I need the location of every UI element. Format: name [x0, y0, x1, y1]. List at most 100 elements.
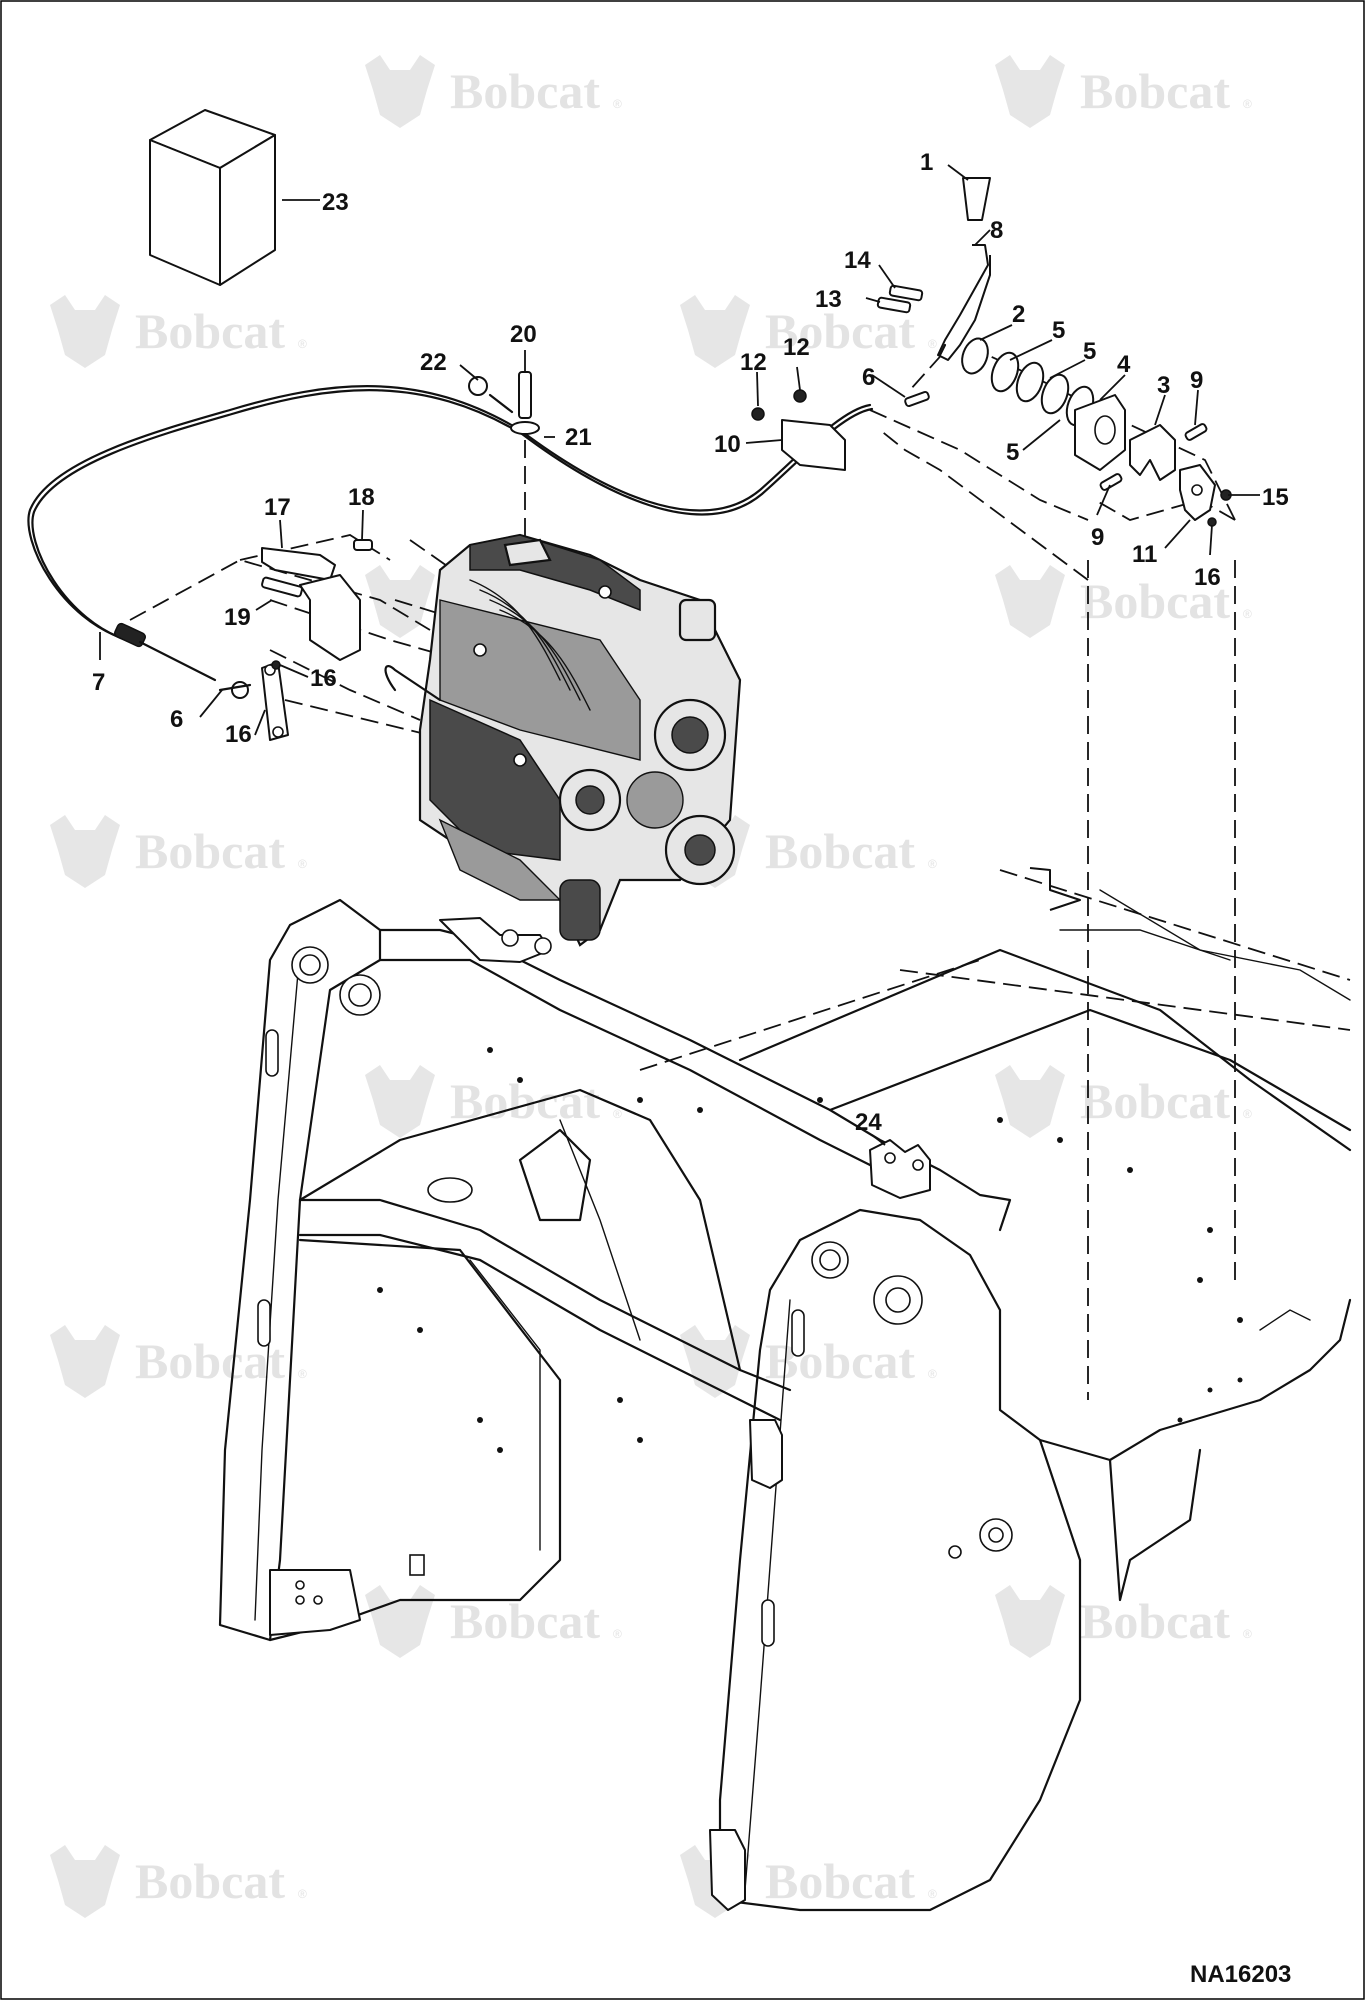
watermark-mark: ® — [613, 1107, 622, 1121]
watermark-text: Bobcat — [450, 1593, 600, 1649]
bobcat-head-icon — [50, 1845, 120, 1918]
bracket-24 — [869, 1139, 931, 1199]
callout-23: 23 — [322, 189, 349, 216]
rear-plate — [738, 948, 1352, 1152]
callout-13: 13 — [815, 286, 842, 313]
watermark-text: Bobcat — [135, 303, 285, 359]
watermark-mark: ® — [1243, 1107, 1252, 1121]
callout-11: 11 — [1132, 541, 1157, 568]
watermark-mark: ® — [928, 857, 937, 871]
callout-7: 7 — [92, 669, 105, 696]
box-23 — [149, 109, 276, 286]
callout-15: 15 — [1262, 484, 1289, 511]
bobcat-watermark: Bobcat ® — [995, 1065, 1252, 1138]
bobcat-watermark: Bobcat ® — [50, 295, 307, 368]
callout-3: 3 — [1157, 372, 1170, 399]
watermark-text: Bobcat — [135, 1853, 285, 1909]
bobcat-watermark: Bobcat ® — [995, 565, 1252, 638]
callout-4: 4 — [1117, 351, 1131, 378]
watermark-mark: ® — [613, 1627, 622, 1641]
watermark-mark: ® — [1243, 97, 1252, 111]
machine-frame — [218, 867, 1352, 1912]
bobcat-head-icon — [50, 815, 120, 888]
callout-16-right: 16 — [1194, 564, 1221, 591]
bobcat-watermark: Bobcat® — [50, 815, 307, 888]
watermark-text: Bobcat — [765, 1333, 915, 1389]
watermark-text: Bobcat — [450, 63, 600, 119]
watermark-text: Bobcat — [135, 823, 285, 879]
callout-12-right: 12 — [783, 334, 810, 361]
bobcat-head-icon — [995, 55, 1065, 128]
callout-5c: 5 — [1006, 439, 1019, 466]
watermark-text: Bobcat — [765, 303, 915, 359]
callout-16-left-high: 16 — [310, 665, 337, 692]
throttle-cable — [27, 385, 872, 642]
callout-5a: 5 — [1052, 317, 1065, 344]
bobcat-head-icon — [365, 1585, 435, 1658]
callout-6-upper: 6 — [862, 364, 875, 391]
bobcat-watermark: Bobcat® — [365, 1065, 622, 1138]
bracket-19 — [299, 574, 361, 661]
friction-springs — [961, 337, 1095, 427]
bobcat-watermark: Bobcat ® — [995, 1585, 1252, 1658]
watermark-text: Bobcat — [1080, 573, 1230, 629]
watermark-mark: ® — [1243, 607, 1252, 621]
callout-24: 24 — [855, 1109, 882, 1136]
callout-9-lower: 9 — [1091, 524, 1104, 551]
watermark-mark: ® — [928, 1367, 937, 1381]
right-upright — [718, 1208, 1082, 1912]
callout-21: 21 — [565, 424, 592, 451]
watermark-mark: ® — [613, 97, 622, 111]
callout-20: 20 — [510, 321, 537, 348]
bobcat-watermark: Bobcat ® — [680, 815, 937, 888]
watermark-mark: ® — [1243, 1627, 1252, 1641]
front-beam — [298, 1198, 792, 1392]
bobcat-watermark: Bobcat ® — [365, 1585, 622, 1658]
watermark-text: Bobcat — [1080, 1073, 1230, 1129]
figure-reference-number: NA16203 — [1190, 1961, 1291, 1988]
items-20-22 — [468, 371, 540, 435]
callout-10: 10 — [714, 431, 741, 458]
callout-16-left-low: 16 — [225, 721, 252, 748]
bobcat-watermark: Bobcat ® — [365, 55, 622, 128]
watermark-text: Bobcat — [1080, 63, 1230, 119]
callout-8: 8 — [990, 217, 1003, 244]
watermark-text: Bobcat — [765, 1853, 915, 1909]
bobcat-head-icon — [995, 1065, 1065, 1138]
watermark-mark: ® — [298, 1367, 307, 1381]
bobcat-watermark: Bobcat ® — [50, 1845, 307, 1918]
bracket-10 — [781, 419, 846, 471]
callout-12-left: 12 — [740, 349, 767, 376]
engine — [384, 533, 742, 947]
callout-19: 19 — [224, 604, 251, 631]
watermark-text: Bobcat — [765, 823, 915, 879]
floor-plate — [298, 1088, 742, 1372]
bobcat-head-icon — [995, 1585, 1065, 1658]
callout-22: 22 — [420, 349, 447, 376]
callout-14: 14 — [844, 247, 871, 274]
watermark-mark: ® — [298, 1887, 307, 1901]
bracket-3 — [1129, 424, 1176, 481]
callout-9-upper: 9 — [1190, 367, 1203, 394]
watermark-mark: ® — [298, 337, 307, 351]
throttle-lever — [937, 177, 991, 361]
bobcat-watermark: Bobcat® — [680, 295, 937, 368]
bobcat-head-icon — [680, 295, 750, 368]
watermark-mark: ® — [928, 1887, 937, 1901]
callout-17: 17 — [264, 494, 291, 521]
bobcat-head-icon — [50, 295, 120, 368]
bobcat-head-icon — [365, 55, 435, 128]
callout-1: 1 — [920, 149, 933, 176]
rivets — [377, 1047, 1243, 1453]
callout-2: 2 — [1012, 301, 1025, 328]
bobcat-head-icon — [50, 1325, 120, 1398]
watermark-text: Bobcat — [1080, 1593, 1230, 1649]
callout-18: 18 — [348, 484, 375, 511]
bobcat-watermark: Bobcat ® — [995, 55, 1252, 128]
bobcat-head-icon — [995, 565, 1065, 638]
callout-6-left: 6 — [170, 706, 183, 733]
bobcat-head-icon — [365, 1065, 435, 1138]
